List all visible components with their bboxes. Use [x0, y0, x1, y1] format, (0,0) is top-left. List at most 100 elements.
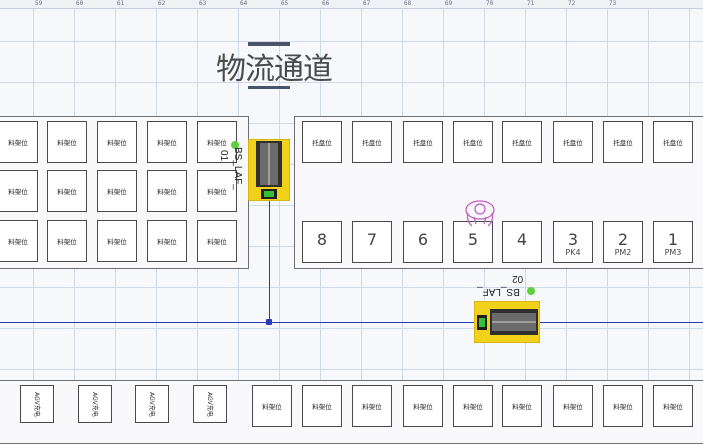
- pallet-slot-label: 托盘位: [663, 139, 683, 147]
- rack-slot-label: 料架位: [512, 403, 532, 411]
- agv-robot-02-icon: [473, 300, 541, 344]
- station-slot-5[interactable]: 5: [453, 221, 493, 263]
- rack-slot[interactable]: 料架位: [47, 170, 87, 212]
- rack-slot[interactable]: 料架位: [0, 220, 38, 262]
- station-number: 5: [467, 230, 479, 249]
- ruler-tick: 66: [322, 0, 330, 7]
- agv-charging-label: AGV充电: [205, 391, 213, 417]
- agv-charging-slot[interactable]: AGV充电: [193, 385, 227, 423]
- robot-02-status-dot: [527, 287, 535, 295]
- rack-slot-label: 料架位: [207, 188, 227, 196]
- rack-slot-label: 料架位: [8, 188, 28, 196]
- pallet-slot[interactable]: 托盘位: [453, 121, 493, 163]
- station-code: PK4: [565, 248, 581, 257]
- rack-slot[interactable]: 料架位: [0, 121, 38, 163]
- agv-robot-01[interactable]: [247, 138, 291, 202]
- station-number: 1: [667, 230, 679, 249]
- rack-slot[interactable]: 料架位: [197, 121, 237, 163]
- rack-slot[interactable]: 料架位: [403, 385, 443, 427]
- agv-charging-label: AGV充电: [147, 391, 155, 417]
- rack-slot[interactable]: 料架位: [97, 170, 137, 212]
- agv-path-vertical: [269, 200, 270, 323]
- rack-slot[interactable]: 料架位: [97, 121, 137, 163]
- agv-robot-02[interactable]: [473, 300, 541, 344]
- ruler-tick: 70: [486, 0, 494, 7]
- station-slot-7[interactable]: 7: [352, 221, 392, 263]
- title-underline-bar: [248, 86, 290, 89]
- rack-slot-label: 料架位: [362, 403, 382, 411]
- ruler-tick: 59: [35, 0, 43, 7]
- station-slot-4[interactable]: 4: [502, 221, 542, 263]
- agv-path-main: [0, 322, 703, 323]
- robot-01-id: 01: [218, 150, 229, 162]
- agv-charging-slot[interactable]: AGV充电: [78, 385, 112, 423]
- rack-slot-label: 料架位: [107, 188, 127, 196]
- rack-slot-label: 料架位: [312, 403, 332, 411]
- rack-slot-label: 料架位: [613, 403, 633, 411]
- logistics-channel-title: 物流通道: [216, 52, 333, 87]
- station-number: 3: [567, 230, 579, 249]
- pallet-slot[interactable]: 托盘位: [403, 121, 443, 163]
- robot-02-label: BS_LAF_: [477, 286, 520, 297]
- ruler-tick: 60: [76, 0, 84, 7]
- pallet-slot[interactable]: 托盘位: [603, 121, 643, 163]
- robot-02-id: 02: [512, 273, 524, 284]
- station-code: PM2: [614, 248, 632, 257]
- ruler-tick: 63: [199, 0, 207, 7]
- rack-slot[interactable]: 料架位: [502, 385, 542, 427]
- ruler-tick: 68: [404, 0, 412, 7]
- rack-slot-label: 料架位: [57, 238, 77, 246]
- rack-slot-label: 料架位: [57, 139, 77, 147]
- rack-slot[interactable]: 料架位: [47, 220, 87, 262]
- rack-slot[interactable]: 料架位: [252, 385, 292, 427]
- pallet-slot[interactable]: 托盘位: [352, 121, 392, 163]
- pallet-slot[interactable]: 托盘位: [302, 121, 342, 163]
- rack-slot-label: 料架位: [157, 188, 177, 196]
- pallet-slot[interactable]: 托盘位: [653, 121, 693, 163]
- pallet-slot-label: 托盘位: [613, 139, 633, 147]
- rack-slot-label: 料架位: [107, 238, 127, 246]
- rack-slot[interactable]: 料架位: [97, 220, 137, 262]
- ruler-tick: 62: [158, 0, 166, 7]
- ruler-tick: 69: [445, 0, 453, 7]
- agv-charging-label: AGV充电: [90, 391, 98, 417]
- rack-slot[interactable]: 料架位: [147, 220, 187, 262]
- rack-slot[interactable]: 料架位: [653, 385, 693, 427]
- operator-person-icon: [465, 200, 495, 227]
- pallet-slot-label: 托盘位: [312, 139, 332, 147]
- agv-charging-slot[interactable]: AGV充电: [135, 385, 169, 423]
- rack-slot[interactable]: 料架位: [147, 121, 187, 163]
- rack-slot[interactable]: 料架位: [147, 170, 187, 212]
- rack-slot[interactable]: 料架位: [352, 385, 392, 427]
- rack-slot[interactable]: 料架位: [302, 385, 342, 427]
- pallet-slot[interactable]: 托盘位: [553, 121, 593, 163]
- pallet-slot-label: 托盘位: [463, 139, 483, 147]
- rack-slot[interactable]: 料架位: [197, 170, 237, 212]
- agv-charging-slot[interactable]: AGV充电: [20, 385, 54, 423]
- pallet-slot[interactable]: 托盘位: [502, 121, 542, 163]
- robot-01-status-dot: [231, 141, 239, 149]
- agv-robot-01-icon: [247, 138, 291, 202]
- rack-slot-label: 料架位: [262, 403, 282, 411]
- robot-01-label: BS_LAF_: [232, 147, 243, 190]
- rack-slot[interactable]: 料架位: [453, 385, 493, 427]
- rack-slot[interactable]: 料架位: [47, 121, 87, 163]
- ruler-tick: 67: [363, 0, 371, 7]
- rack-slot[interactable]: 料架位: [603, 385, 643, 427]
- rack-slot[interactable]: 料架位: [0, 170, 38, 212]
- rack-slot-label: 料架位: [463, 403, 483, 411]
- rack-slot-label: 料架位: [563, 403, 583, 411]
- rack-slot-label: 料架位: [8, 139, 28, 147]
- agv-charging-label: AGV充电: [32, 391, 40, 417]
- station-slot-8[interactable]: 8: [302, 221, 342, 263]
- station-slot-6[interactable]: 6: [403, 221, 443, 263]
- rack-slot[interactable]: 料架位: [197, 220, 237, 262]
- rack-slot[interactable]: 料架位: [553, 385, 593, 427]
- ruler-tick: 61: [117, 0, 125, 7]
- rack-slot-label: 料架位: [207, 139, 227, 147]
